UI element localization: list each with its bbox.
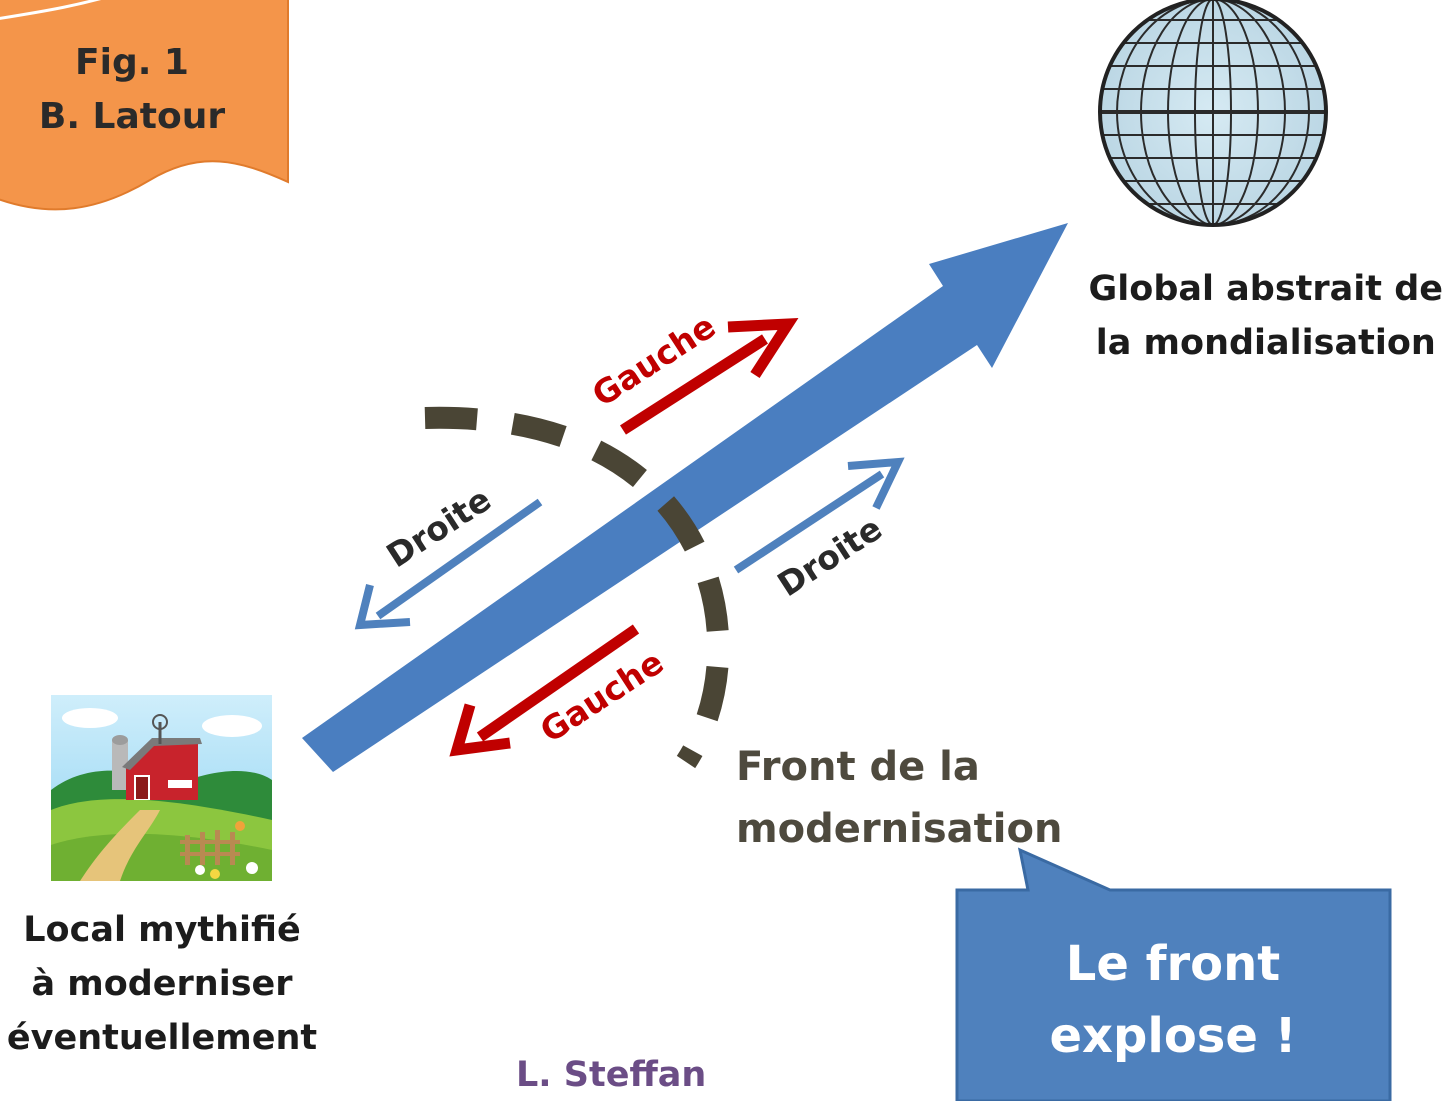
- local-caption-line3: éventuellement: [6, 1018, 318, 1058]
- gauche-arrow-upper: Gauche: [585, 306, 799, 435]
- front-label-line2: modernisation: [736, 806, 1063, 852]
- main-arrow: [302, 223, 1068, 772]
- global-caption: Global abstrait de la mondialisation: [1089, 262, 1443, 370]
- gauche-label-upper: Gauche: [585, 306, 722, 414]
- callout-line2: explose !: [1049, 1008, 1296, 1064]
- callout-line1: Le front: [1066, 936, 1281, 992]
- droite-label-lower: Droite: [771, 508, 889, 604]
- front-label-line1: Front de la: [736, 744, 980, 790]
- front-label: Front de la modernisation: [736, 736, 1062, 860]
- global-caption-line1: Global abstrait de: [1088, 269, 1443, 309]
- author-credit: L. Steffan: [516, 1055, 707, 1095]
- callout-bubble: Le front explose !: [955, 847, 1392, 1101]
- local-caption-line2: à moderniser: [31, 964, 293, 1004]
- figure-badge: Fig. 1 B. Latour: [0, 0, 289, 211]
- global-caption-line2: la mondialisation: [1095, 323, 1436, 363]
- droite-label-upper: Droite: [380, 479, 498, 575]
- front-curve: [424, 406, 730, 769]
- globe-icon: [1098, 0, 1328, 227]
- farm-illustration: [51, 695, 272, 881]
- local-caption: Local mythifié à moderniser éventuelleme…: [0, 903, 324, 1065]
- badge-figure-number: Fig. 1: [75, 42, 189, 83]
- local-caption-line1: Local mythifié: [23, 910, 301, 950]
- badge-author: B. Latour: [39, 96, 225, 137]
